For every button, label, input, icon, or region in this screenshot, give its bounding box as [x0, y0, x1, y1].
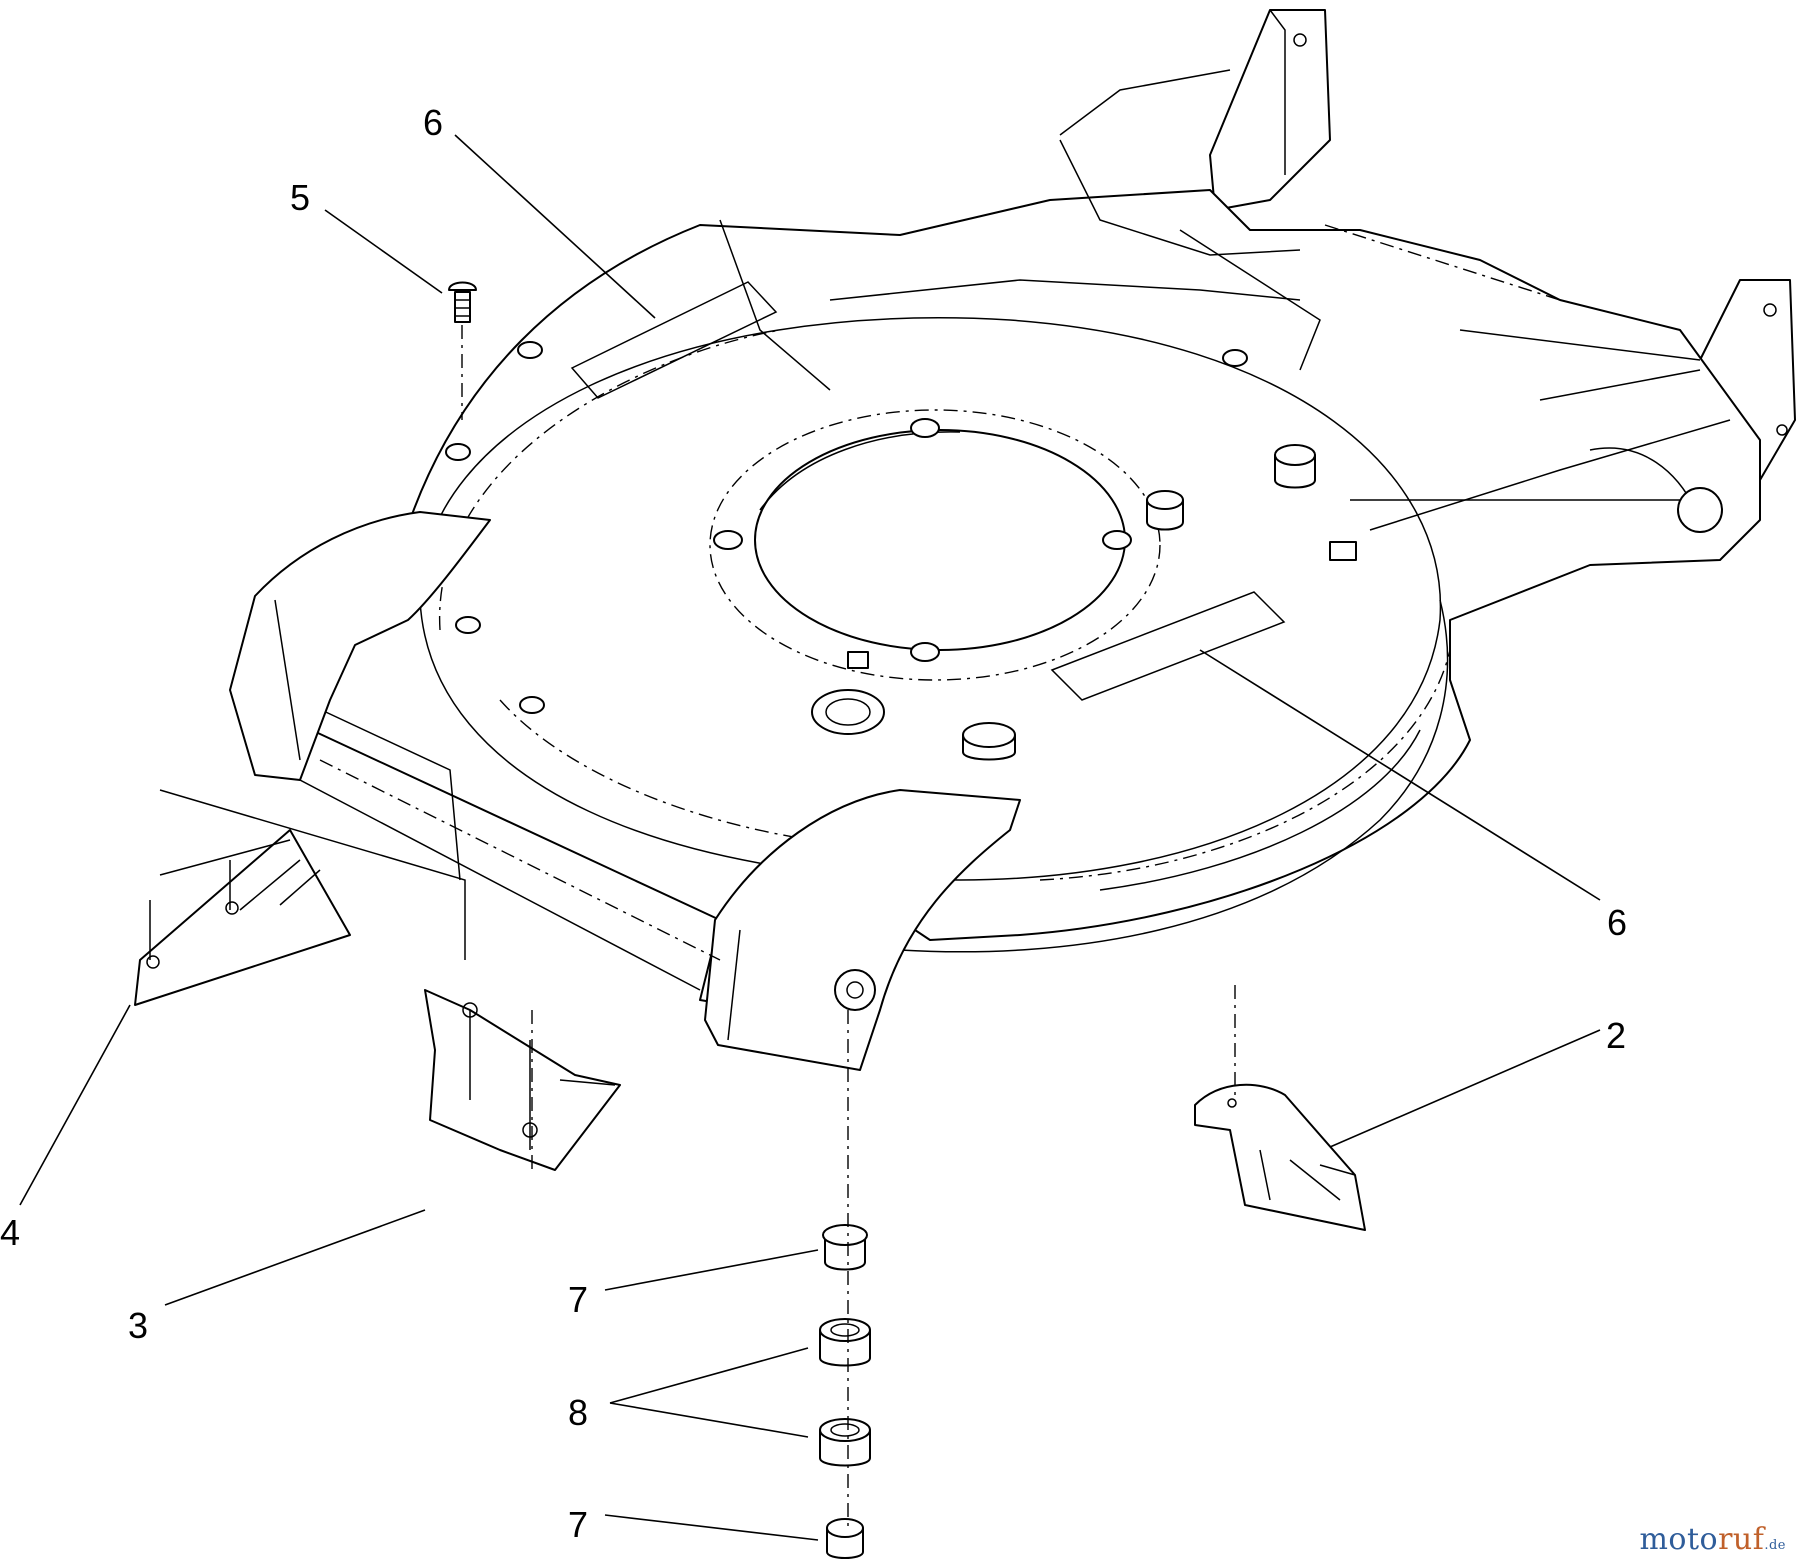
- front-fender-left: [229, 511, 491, 781]
- mounting-bosses: [445, 341, 1357, 761]
- bushing-part-7-top: [822, 1224, 868, 1271]
- callout-5: 5: [290, 177, 310, 218]
- assembly-guide-lines: [319, 224, 1561, 1530]
- callout-8: 8: [568, 1392, 588, 1433]
- callout-6-lower: 6: [1607, 902, 1627, 943]
- screw-part-5: [448, 281, 477, 323]
- bearing-part-8-lower: [819, 1418, 871, 1467]
- callout-6-upper: 6: [423, 102, 443, 143]
- baffle-part-4: [134, 789, 466, 1006]
- callout-7-lower: 7: [568, 1504, 588, 1545]
- rear-handle-bracket-upper: [1059, 9, 1331, 211]
- callout-labels: 6 5 6 2 4 3 7 8 7: [0, 102, 1627, 1545]
- callout-3: 3: [128, 1305, 148, 1346]
- bearing-part-8-upper: [819, 1318, 871, 1367]
- callout-2: 2: [1606, 1015, 1626, 1056]
- watermark-logo: motoruf.de: [1639, 1522, 1786, 1557]
- front-fender-right: [704, 789, 1021, 1071]
- baffle-part-3: [424, 989, 621, 1171]
- baffle-part-2: [1194, 1083, 1366, 1231]
- callout-4: 4: [0, 1212, 20, 1253]
- bushing-part-7-bottom: [826, 1518, 864, 1559]
- decal-areas: [570, 281, 1286, 701]
- leader-lines: [19, 134, 1601, 1541]
- callout-7-upper: 7: [568, 1279, 588, 1320]
